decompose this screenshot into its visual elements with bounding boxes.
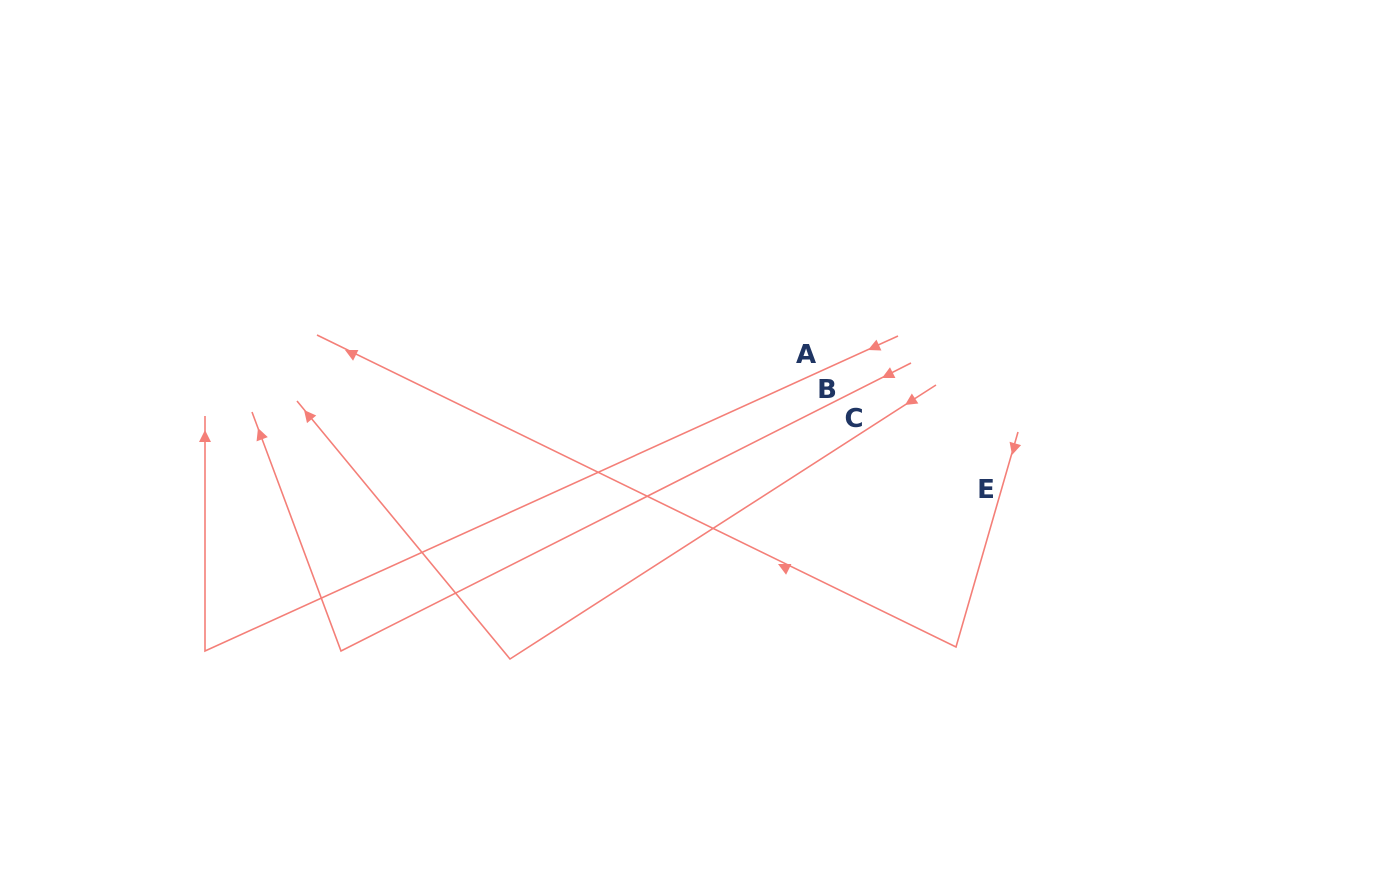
ray-e-mid-arrow — [778, 563, 792, 575]
ray-c-label: C — [844, 404, 863, 434]
ray-e-incoming-arrow — [1009, 441, 1022, 455]
ray-c-outgoing-arrow — [304, 410, 317, 424]
ray-e — [316, 334, 1019, 649]
ray-c — [296, 384, 937, 661]
ray-e-outgoing-arrow — [345, 349, 359, 361]
ray-c-incoming-arrow — [905, 393, 919, 405]
ray-b — [251, 362, 912, 653]
ray-b-incoming-arrow — [882, 367, 896, 378]
ray-b-label: B — [817, 375, 837, 405]
ray-e-label: E — [977, 475, 995, 505]
ray-a-label: A — [796, 340, 816, 370]
ray-b-outgoing-arrow — [256, 428, 268, 442]
ray-a-incoming-arrow — [868, 339, 882, 351]
ray-a — [204, 335, 899, 653]
ray-a-outgoing-arrow — [199, 430, 211, 442]
